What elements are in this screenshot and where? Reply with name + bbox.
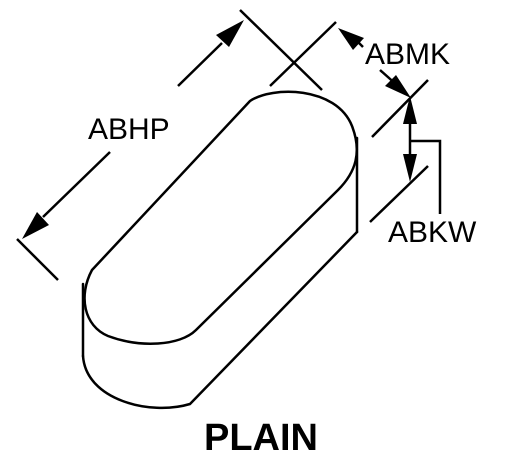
height-label: ABKW bbox=[388, 216, 477, 249]
dimension-width: ABMK bbox=[269, 21, 450, 138]
width-extension-line-right bbox=[371, 79, 429, 138]
length-dimension-line-lower bbox=[42, 151, 111, 218]
length-label: ABHP bbox=[88, 113, 170, 146]
height-leader-line bbox=[410, 139, 442, 214]
key-bottom-edge bbox=[81, 230, 359, 410]
dimension-height: ABKW bbox=[369, 96, 477, 249]
width-label: ABMK bbox=[365, 38, 450, 71]
key-part-outline bbox=[81, 90, 359, 410]
key-top-face bbox=[83, 90, 359, 345]
length-dimension-line-upper bbox=[177, 42, 223, 87]
length-arrowhead-bottom bbox=[22, 212, 49, 239]
height-arrowhead-bottom bbox=[403, 154, 417, 182]
width-arrowhead-right bbox=[385, 75, 411, 98]
length-arrowhead-top bbox=[216, 20, 244, 47]
height-extension-line-bottom bbox=[369, 165, 429, 223]
part-style-caption: PLAIN bbox=[204, 417, 318, 459]
width-arrowhead-left bbox=[338, 28, 364, 50]
length-extension-line-top bbox=[239, 9, 323, 91]
width-extension-line-left bbox=[269, 21, 337, 87]
height-arrowhead-top bbox=[403, 96, 417, 124]
dimension-length: ABHP bbox=[16, 9, 323, 281]
length-extension-line-bottom bbox=[16, 238, 59, 281]
